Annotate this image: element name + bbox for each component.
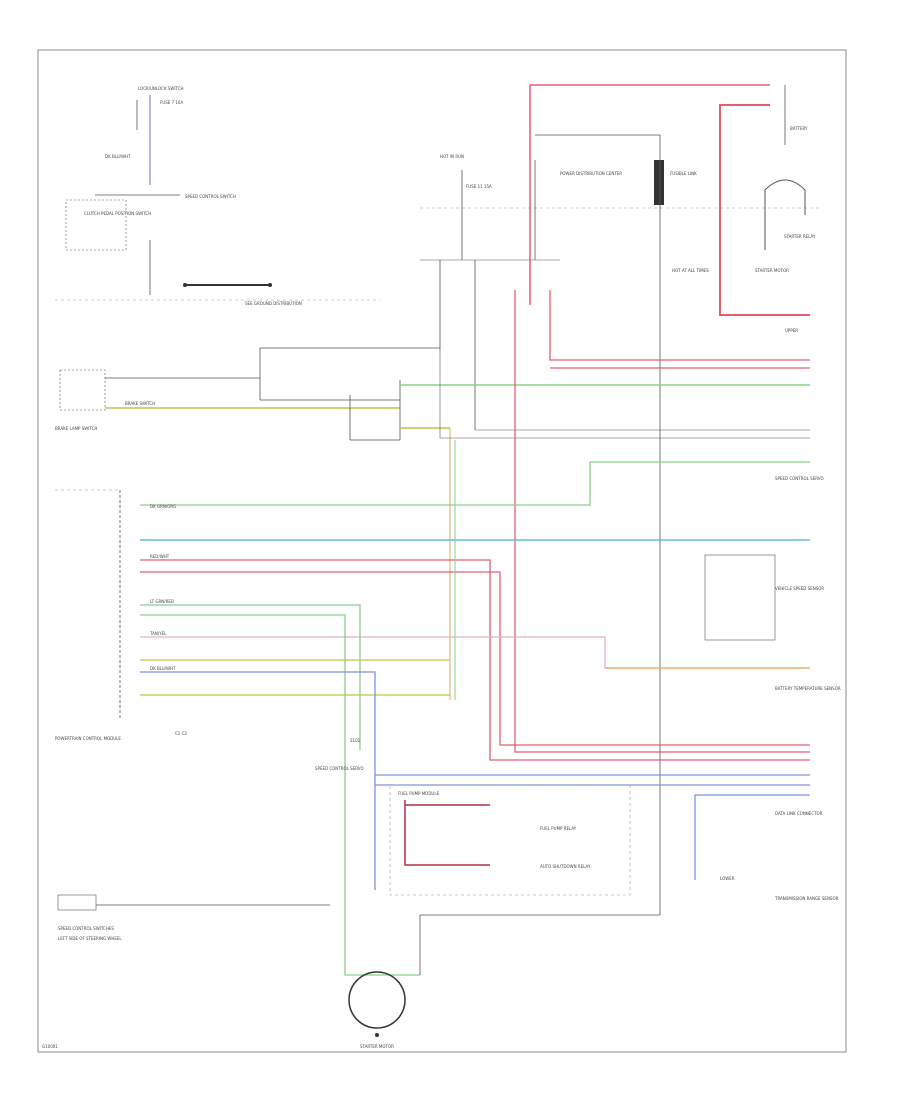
bottom-left-note: LEFT SIDE OF STEERING WHEEL [58,936,122,941]
starter-right-label: STARTER MOTOR [755,268,789,273]
wire-label-2: RED/WHT [150,554,170,559]
center-sub2-label: AUTO SHUTDOWN RELAY [540,864,591,869]
upper-connector-label: UPPER [785,328,798,333]
ign-splice-label: S101 [350,738,361,743]
starter-motor-label: STARTER MOTOR [360,1044,394,1049]
pdc-label: POWER DISTRIBUTION CENTER [560,171,622,176]
wire-label-4: LT GRN/RED [150,599,174,604]
pcm-note-label: C1 C2 [175,731,187,736]
starter-relay-label: STARTER RELAY [784,234,816,239]
center-sub1-label: FUEL PUMP RELAY [540,826,577,831]
brake-label: BRAKE SWITCH [125,401,155,406]
red-feed-lines [140,290,810,866]
wire-label-6: TAN/YEL [149,631,167,636]
pdc-group: HOT IN RUN FUSE 11 15A POWER DISTRIBUTIO… [420,134,820,915]
right-module5-label: TRANSMISSION RANGE SENSOR [774,896,839,901]
wire-label-left-top: DK BLU/WHT [105,154,131,159]
hot-run-label: HOT IN RUN [440,154,464,159]
bottom-left-switches: SPEED CONTROL SWITCHES LEFT SIDE OF STEE… [57,894,330,941]
right-modules: SPEED CONTROL SERVO VEHICLE SPEED SENSOR… [704,476,841,901]
clutch-switch-box [65,199,127,251]
right-module4-label: DATA LINK CONNECTOR [775,811,823,816]
battery-label: BATTERY [790,126,808,131]
battery-group: BATTERY STARTER RELAY STARTER MOTOR UPPE… [529,84,816,333]
starter-motor: STARTER MOTOR G10001 [42,971,406,1049]
brake-switch-label: BRAKE LAMP SWITCH [55,426,97,431]
pcm-group: POWERTRAIN CONTROL MODULE C1 C2 DK GRN/O… [55,489,187,741]
brake-switch-group: BRAKE LAMP SWITCH BRAKE SWITCH [55,347,810,700]
footer-code: G10001 [42,1044,58,1049]
fusible-link-label: FUSIBLE LINK [670,171,697,176]
right-module2-label: VEHICLE SPEED SENSOR [775,586,824,591]
wire-label-5: DK BLU/WHT [150,666,176,671]
clutch-switch-label: CLUTCH PEDAL POSITION SWITCH [84,211,151,216]
diagram-frame [37,49,847,1053]
bottom-left-label: SPEED CONTROL SWITCHES [58,926,114,931]
top-left-switch-group: LOCK/UNLOCK SWITCH FUSE 7 10A DK BLU/WHT… [55,86,380,306]
pcm-left-label: POWERTRAIN CONTROL MODULE [55,736,121,741]
hot-at-all-label: HOT AT ALL TIMES [672,268,709,273]
signal-lines [140,440,810,976]
center-module: FUEL PUMP MODULE FUEL PUMP RELAY AUTO SH… [315,738,660,975]
fuse-center-label: FUSE 11 15A [466,184,492,189]
ground-ref-label: SEE GROUND DISTRIBUTION [245,301,302,306]
top-left-feed-label: LOCK/UNLOCK SWITCH [138,86,184,91]
cruise-group-label: SPEED CONTROL SERVO [315,766,364,771]
wire-label-1: DK GRN/ORG [150,504,176,509]
right-module3-label: BATTERY TEMPERATURE SENSOR [775,686,841,691]
lower-connector-label: LOWER [720,876,735,881]
right-module1-label: SPEED CONTROL SERVO [775,476,824,481]
center-module-label: FUEL PUMP MODULE [398,791,440,796]
speed-switch-label: SPEED CONTROL SWITCH [185,194,236,199]
fusible-link [654,160,664,205]
top-left-note-label: FUSE 7 10A [160,100,183,105]
vss-box [704,554,776,641]
